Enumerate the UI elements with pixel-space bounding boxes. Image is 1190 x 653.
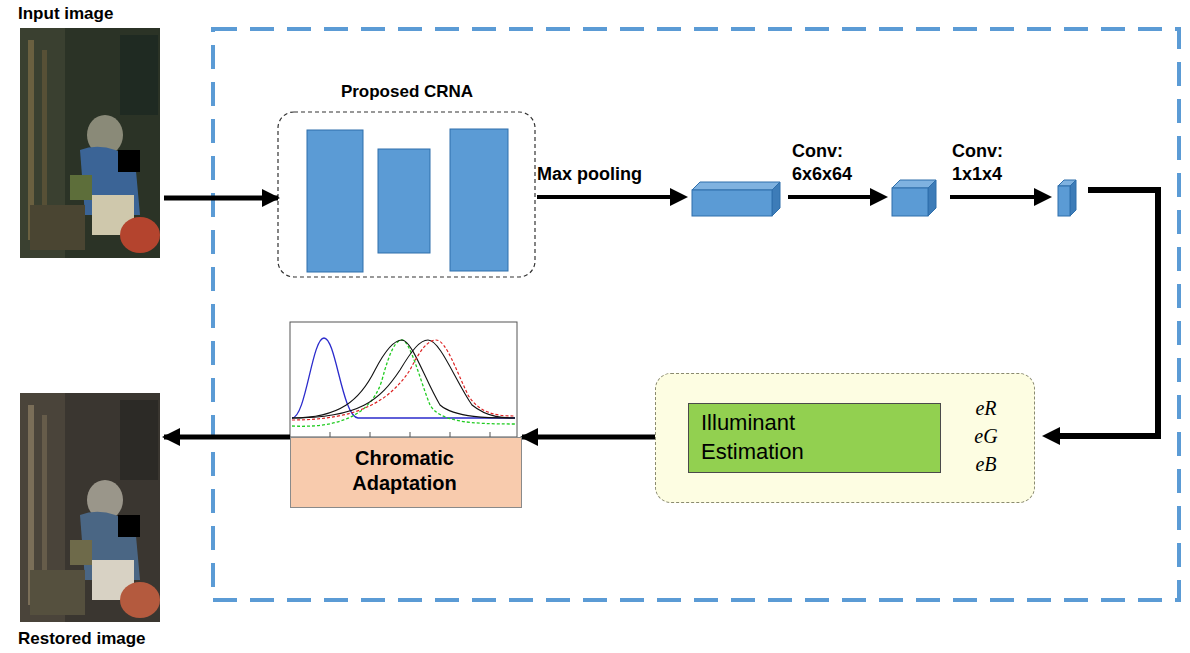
layer-label: Conv: 1x1x4	[952, 140, 1034, 187]
feature-cuboid	[692, 182, 780, 216]
feature-cuboid	[892, 180, 936, 216]
image-heading: Input image	[18, 4, 113, 24]
vector-entry: eR	[951, 396, 1021, 420]
crna-outline	[278, 112, 535, 277]
layer-block	[450, 129, 508, 271]
restored-photo	[20, 393, 160, 622]
layer-label: Conv: 6x6x64	[792, 140, 884, 187]
process-box: Illuminant Estimation	[688, 403, 941, 473]
flow-arrow	[164, 435, 290, 440]
input-image: Input image	[18, 4, 164, 260]
estimation-panel: Illuminant Estimation eR eG eB	[655, 373, 1035, 503]
frame	[213, 29, 1179, 600]
arrow	[537, 195, 672, 199]
flow-arrow	[522, 435, 655, 440]
arrow	[788, 195, 872, 199]
layer-block	[378, 149, 430, 253]
process-box: Chromatic Adaptation	[290, 437, 522, 508]
layer-block	[307, 130, 363, 272]
box-label: Illuminant Estimation	[701, 409, 861, 466]
box-heading: Proposed CRNA	[278, 82, 536, 102]
network-box: Proposed CRNA	[278, 80, 536, 278]
arrow	[950, 195, 1036, 199]
flow-arrow	[164, 196, 278, 201]
vector-entry: eB	[951, 452, 1021, 476]
layer-label: Max pooling	[537, 163, 687, 186]
output-image: Restored image	[18, 393, 164, 651]
input-photo	[20, 28, 160, 258]
spectral-plot	[290, 322, 517, 437]
arrow	[1058, 190, 1158, 436]
feature-cuboid	[1058, 180, 1076, 216]
image-heading: Restored image	[18, 629, 146, 649]
box-label: Chromatic Adaptation	[291, 438, 518, 504]
vector-entry: eG	[951, 424, 1021, 448]
